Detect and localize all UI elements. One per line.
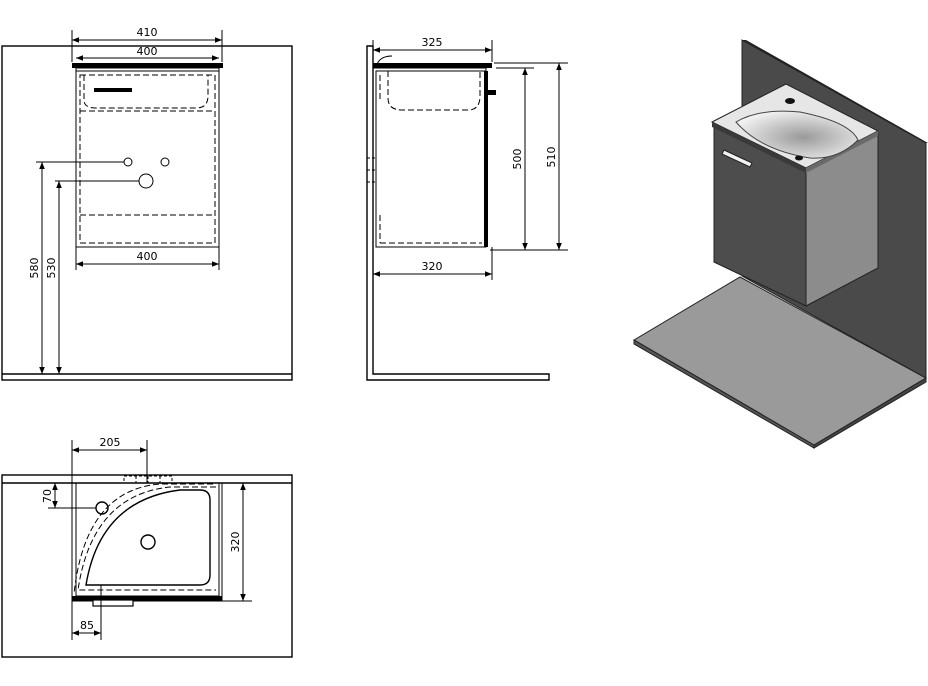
top-handle xyxy=(92,599,134,607)
side-door-edge xyxy=(484,71,488,247)
top-basin-bowl xyxy=(85,489,211,586)
side-basin-bowl-hidden xyxy=(387,71,481,111)
iso-basin-bowl xyxy=(735,110,859,159)
top-bowl-hidden xyxy=(77,486,216,591)
isometric-view xyxy=(633,39,928,449)
front-basin-plate xyxy=(72,63,223,68)
side-splash xyxy=(375,55,393,69)
top-basin-outline xyxy=(71,482,223,602)
dim-label-320-top: 320 xyxy=(229,532,242,553)
top-view: 205 70 320 85 xyxy=(1,436,293,658)
dim-label-510: 510 xyxy=(545,147,558,168)
dim-label-320-side: 320 xyxy=(422,260,443,273)
side-view: 325 320 500 510 xyxy=(366,36,568,381)
iso-drain-hole xyxy=(795,155,803,161)
front-hole-left xyxy=(123,157,133,167)
dim-label-530: 530 xyxy=(45,258,58,279)
front-cabinet-body xyxy=(75,70,220,248)
dim-label-85: 85 xyxy=(80,619,94,632)
top-back-hidden xyxy=(123,475,173,484)
dim-label-500: 500 xyxy=(511,149,524,170)
dim-label-580: 580 xyxy=(28,258,41,279)
dim-label-400-bottom: 400 xyxy=(137,250,158,263)
top-bowl-hidden-2 xyxy=(73,483,213,595)
front-cabinet-hidden xyxy=(79,74,216,244)
iso-floor-edge-right xyxy=(813,377,927,449)
side-wall-floor-outline xyxy=(366,45,550,381)
iso-tap-hole xyxy=(785,98,795,104)
top-basin-inner xyxy=(75,482,220,597)
front-hole-right xyxy=(160,157,170,167)
top-front-edge xyxy=(72,596,222,601)
dim-label-205: 205 xyxy=(100,436,121,449)
side-basin-plate xyxy=(373,63,492,68)
dim-label-410: 410 xyxy=(137,26,158,39)
dim-label-400-top: 400 xyxy=(137,45,158,58)
iso-handle xyxy=(721,149,753,168)
front-view: 410 400 400 580 530 xyxy=(1,26,293,381)
side-handle xyxy=(488,90,496,95)
front-drain-hole xyxy=(138,173,154,189)
top-drain-hole xyxy=(140,534,156,550)
iso-basin-front-edge xyxy=(712,122,806,173)
front-wall-outline xyxy=(1,45,293,381)
dim-label-70: 70 xyxy=(41,489,54,503)
dim-label-325: 325 xyxy=(422,36,443,49)
front-basin-bowl-hidden xyxy=(83,75,209,109)
iso-wall-top-edge xyxy=(742,40,928,143)
front-handle xyxy=(94,88,132,92)
side-cabinet-body xyxy=(375,70,487,248)
